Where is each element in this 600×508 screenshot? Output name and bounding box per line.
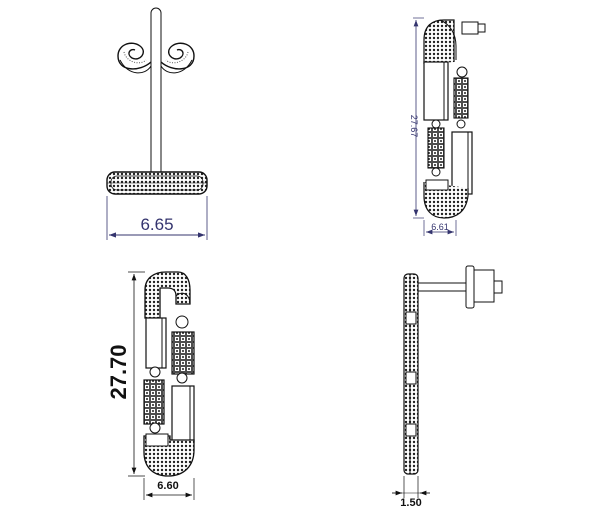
front-left-bar [145, 317, 167, 369]
profile-view [392, 265, 503, 498]
side-chain-link [427, 127, 445, 169]
side-view [413, 17, 486, 236]
front-left-chain [143, 379, 165, 425]
earring-post [150, 7, 162, 177]
top-view [106, 7, 208, 240]
dimension-label-front-height: 27.70 [106, 344, 131, 399]
dimension-label-front-width: 6.60 [157, 480, 178, 492]
dimension-label-profile-width: 1.50 [400, 497, 421, 508]
scroll-back [117, 42, 195, 74]
dimension-label-side-height: 27.67 [409, 115, 419, 138]
front-right-chain [171, 331, 195, 375]
dimension-label-top: 6.65 [140, 215, 173, 234]
front-view [128, 271, 195, 500]
profile-post [417, 282, 469, 292]
dimension-label-side-width: 6.61 [431, 222, 449, 232]
